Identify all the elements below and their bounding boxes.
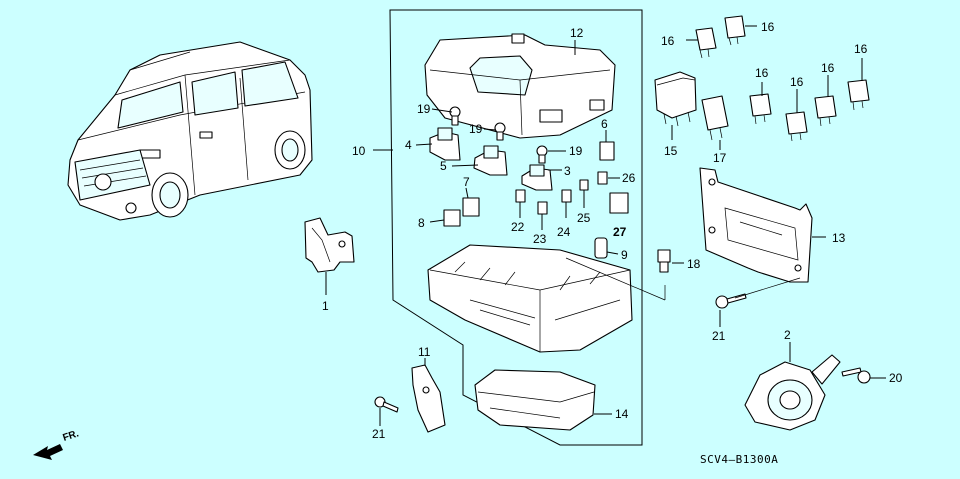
fuse-24 [561,189,572,203]
relay-16-mid-2 [785,111,808,142]
bracket-part-11 [411,364,446,433]
relay-6 [599,141,615,161]
horn-2 [744,354,841,431]
callout-8: 8 [418,216,425,230]
fuse-23 [537,201,548,215]
callout-12: 12 [570,26,584,40]
callout-23: 23 [533,232,547,246]
diagram-code: SCV4—B1300A [700,453,778,466]
relay-16-mid-3 [814,95,837,127]
callout-16-c: 16 [755,66,769,80]
fastener-19-middle [494,122,506,141]
direction-label: FR. [62,428,81,444]
callout-20: 20 [889,371,903,385]
vehicle-illustration [67,41,313,221]
callout-5: 5 [440,159,447,173]
callout-2: 2 [784,328,791,342]
callout-1: 1 [322,299,329,313]
callout-6: 6 [601,117,608,131]
callout-10: 10 [352,144,366,158]
callout-4: 4 [405,138,412,152]
puller-9 [594,237,608,259]
bracket-part-1 [304,217,355,273]
callout-18: 18 [687,257,701,271]
callout-16-d: 16 [790,75,804,89]
callout-27: 27 [613,225,627,239]
callout-16-b: 16 [761,20,775,34]
callout-9: 9 [621,248,628,262]
bracket-plate-13 [699,167,813,283]
callout-16-e: 16 [821,61,835,75]
relay-holder-5 [473,145,508,176]
callout-19-lower: 19 [569,144,583,158]
callout-3: 3 [564,164,571,178]
fastener-19-lower [536,145,548,164]
relay-17 [701,95,729,141]
bolt-20 [841,367,871,384]
front-direction-arrow [33,444,63,460]
relay-16-mid-1 [749,93,772,125]
relay-holder-4 [429,127,461,161]
fuse-26 [597,171,608,185]
callout-16-f: 16 [854,42,868,56]
relay-15 [654,71,697,127]
callout-19-middle: 19 [469,122,483,136]
callout-26: 26 [622,171,636,185]
callout-17: 17 [713,151,727,165]
callout-7: 7 [463,175,470,189]
callout-21-upper: 21 [712,329,726,343]
callout-19-upper: 19 [417,102,431,116]
callout-14: 14 [615,407,629,421]
callout-25: 25 [577,211,591,225]
relay-16-top-left [695,27,717,59]
fuse-25 [579,179,589,191]
relay-27 [609,192,629,214]
callout-11: 11 [418,345,431,359]
callout-labels: 12 19 19 19 10 4 5 3 6 26 7 8 22 23 24 2… [62,20,903,466]
grommet-18 [657,249,684,273]
callout-13: 13 [832,231,846,245]
callout-16-a: 16 [661,34,675,48]
fuse-22 [515,189,526,203]
relay-16-mid-4 [847,79,870,111]
fuse-box-cover-12 [424,33,616,139]
fuse-box-body [427,244,633,353]
callout-24: 24 [557,225,571,239]
fastener-19-upper [449,106,461,126]
relay-holder-3 [521,164,553,191]
bolt-21-lower [374,396,399,413]
relay-8 [443,209,461,227]
relay-7 [462,197,480,217]
relay-16-top-right [724,15,746,46]
callout-15: 15 [664,144,678,158]
leader-lines [325,25,886,426]
callout-21-lower: 21 [372,427,386,441]
callout-22: 22 [511,220,525,234]
lower-cover-14 [474,369,596,431]
